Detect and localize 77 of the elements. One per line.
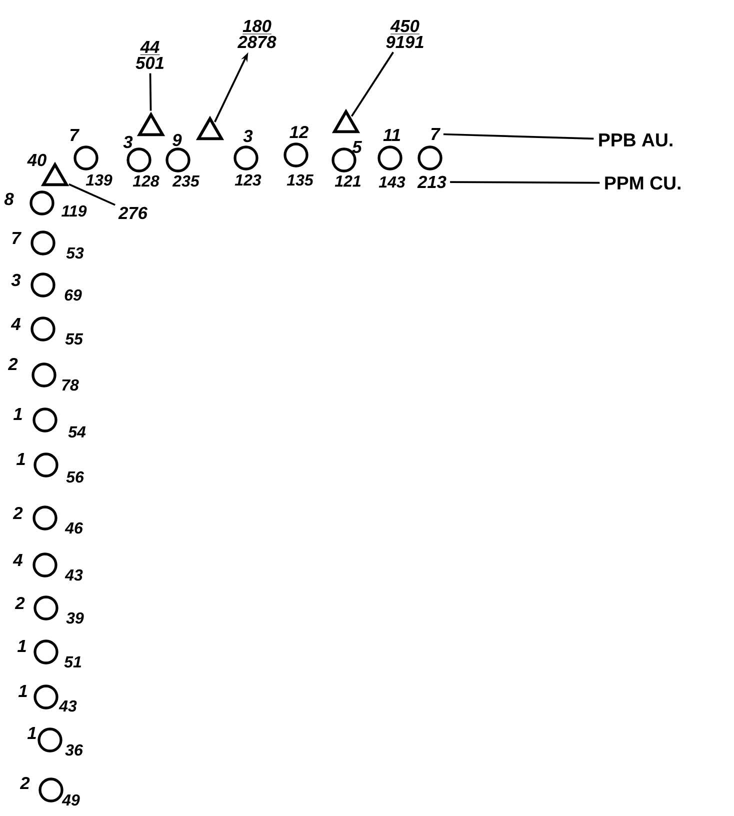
sample-value: 51 (64, 656, 82, 668)
assay-label: 450 9191 (386, 20, 424, 48)
sample-value: 40 (27, 154, 46, 166)
sample-value: 119 (62, 205, 87, 217)
sample-value: 49 (62, 794, 80, 806)
sample-circle (30, 190, 54, 216)
sample-value: 2 (12, 506, 23, 520)
sample-circle (38, 778, 64, 802)
sample-value: 128 (132, 175, 160, 187)
sample-value: 3 (11, 274, 21, 286)
sample-value: 39 (66, 612, 84, 624)
leader-line (68, 183, 116, 206)
sample-value: 1 (16, 453, 25, 465)
sample-value: 11 (383, 129, 400, 141)
sample-value: 2 (14, 596, 25, 610)
sample-circle (34, 596, 58, 620)
sample-circle (34, 452, 58, 478)
sample-value: 36 (65, 744, 83, 756)
sample-circle (38, 728, 62, 752)
leader-line (450, 181, 600, 184)
sample-value: 123 (234, 174, 262, 186)
sample-circle (418, 146, 442, 170)
sample-circle (34, 684, 58, 710)
sample-circle (32, 552, 58, 578)
sample-circle (34, 640, 58, 664)
sample-circle (284, 142, 308, 168)
sample-value: 143 (378, 176, 406, 188)
sample-value: 12 (290, 126, 308, 138)
value-label: 276 (118, 206, 148, 220)
sample-circle (30, 230, 56, 256)
sample-value: 1 (18, 685, 27, 697)
assay-label: 180 2878 (237, 20, 276, 48)
sample-value: 7 (12, 232, 22, 244)
sample-value: 78 (62, 379, 79, 391)
sample-value: 135 (286, 174, 314, 186)
leader-line (350, 52, 394, 117)
sample-value: 5 (352, 140, 362, 154)
sample-circle (30, 316, 56, 342)
sample-circle (234, 146, 258, 170)
sample-value: 69 (64, 289, 82, 301)
sample-circle (32, 408, 58, 432)
sample-value: 4 (12, 554, 23, 566)
sample-value: 7 (70, 129, 80, 141)
sample-value: 43 (64, 569, 83, 581)
value-label: 7 (431, 128, 440, 140)
sample-value: 3 (123, 136, 133, 148)
value-label: 213 (417, 176, 446, 188)
sample-value: 53 (66, 247, 84, 259)
sample-value: 139 (86, 174, 112, 186)
sample-circle (30, 272, 56, 298)
legend-label: PPB AU. (599, 134, 672, 147)
sample-circle (166, 148, 190, 172)
sample-value: 9 (172, 134, 182, 146)
sample-circle (32, 506, 58, 530)
sample-circle (74, 146, 98, 170)
sample-circle (32, 362, 56, 388)
sample-value: 2 (20, 776, 30, 790)
sample-value: 46 (64, 522, 83, 534)
sample-value: 2 (8, 358, 18, 370)
sample-value: 1 (27, 727, 36, 739)
legend-label: PPM CU. (605, 176, 680, 190)
sample-value: 4 (10, 318, 21, 330)
sample-value: 235 (172, 175, 200, 187)
sample-value: 55 (65, 333, 84, 345)
sample-value: 56 (66, 471, 84, 483)
sample-circle (126, 148, 152, 172)
sample-value: 121 (334, 175, 360, 187)
leader-line (443, 133, 594, 140)
assay-label: 44 501 (136, 40, 164, 70)
sample-value: 54 (68, 426, 86, 438)
sample-value: 1 (17, 640, 26, 652)
sample-value: 8 (4, 192, 14, 206)
sample-value: 1 (13, 408, 22, 420)
sample-value: 3 (243, 130, 253, 142)
sample-value: 43 (58, 700, 77, 712)
leader-line (149, 73, 152, 111)
sample-circle (378, 146, 402, 170)
